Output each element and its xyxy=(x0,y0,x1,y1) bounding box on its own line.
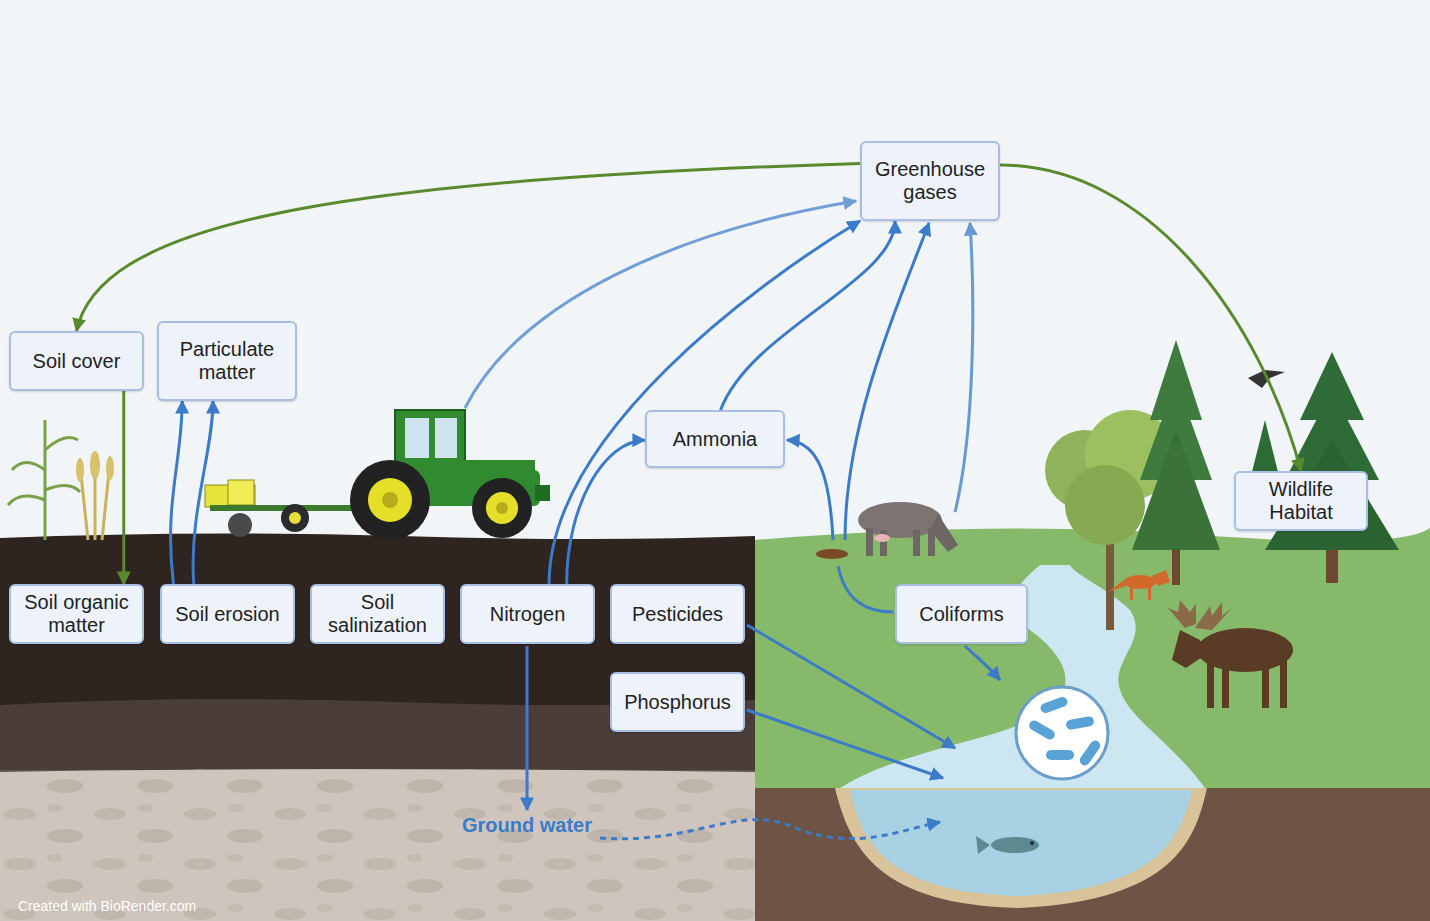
output-box: Coliforms xyxy=(895,584,1028,644)
output-box: Ammonia xyxy=(645,410,785,468)
node-label: Nitrogen xyxy=(490,603,566,626)
output-box: Greenhouse gases xyxy=(860,141,1000,221)
node-label: Soil cover xyxy=(33,350,121,373)
flow-connector xyxy=(122,391,125,584)
input-box: Nitrogen xyxy=(460,584,595,644)
fox xyxy=(1108,570,1170,600)
flow-connector xyxy=(77,163,861,331)
node-label: Pesticides xyxy=(632,603,723,626)
node-label: Particulate matter xyxy=(167,338,287,384)
habitat-box: Wildlife Habitat xyxy=(1234,471,1368,531)
cow xyxy=(816,502,958,559)
output-box: Particulate matter xyxy=(157,321,297,401)
node-label: Greenhouse gases xyxy=(870,158,990,204)
node-label: Phosphorus xyxy=(624,691,731,714)
flow-arrows xyxy=(465,201,1000,839)
soil-box: Soil cover xyxy=(9,331,144,391)
node-label: Soil salinization xyxy=(320,591,435,637)
moose xyxy=(1168,600,1293,708)
flow-connector xyxy=(171,401,183,584)
node-label: Soil erosion xyxy=(175,603,280,626)
crops xyxy=(8,420,110,540)
flow-connector xyxy=(567,440,645,584)
tractor xyxy=(205,410,550,540)
coliform-magnifier xyxy=(1016,687,1108,779)
node-label: Ammonia xyxy=(673,428,757,451)
node-label: Wildlife Habitat xyxy=(1244,478,1358,524)
node-label: Soil organic matter xyxy=(19,591,134,637)
soil-box: Soil erosion xyxy=(160,584,295,644)
fish xyxy=(976,836,1039,854)
flow-connector xyxy=(193,401,213,584)
flow-connector xyxy=(549,221,860,584)
input-box: Pesticides xyxy=(610,584,745,644)
soil-box: Soil salinization xyxy=(310,584,445,644)
flow-connector xyxy=(1000,165,1301,471)
watermark: Created with BioRender.com xyxy=(18,898,196,914)
trees xyxy=(1045,340,1399,630)
input-box: Phosphorus xyxy=(610,672,745,732)
flow-connector xyxy=(721,221,895,410)
ground-water-label: Ground water xyxy=(462,814,592,837)
node-label: Coliforms xyxy=(919,603,1003,626)
soil-box: Soil organic matter xyxy=(9,584,144,644)
